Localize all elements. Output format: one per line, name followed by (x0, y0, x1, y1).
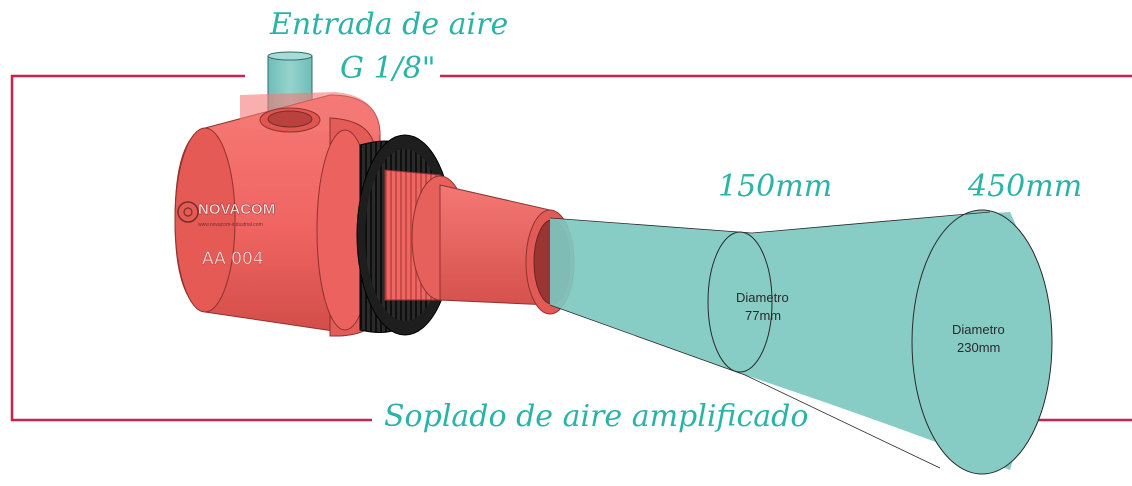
novacom-logo: NOVACOM www.novacom-industrial.com AA 00… (177, 201, 275, 269)
brand-url: www.novacom-industrial.com (198, 222, 263, 228)
diameter-far-value: 230mm (957, 340, 1000, 355)
diameter-near-value: 77mm (745, 308, 781, 323)
diameter-far-label: Diametro (952, 322, 1005, 337)
air-cone (549, 209, 1053, 475)
brand-text: NOVACOM (198, 201, 275, 218)
cone-section-far (911, 209, 1053, 475)
target-icon (177, 201, 199, 223)
frame-left-bracket (10, 74, 372, 422)
caption: Soplado de aire amplificado (384, 399, 808, 434)
model-label: AA 004 (202, 249, 264, 269)
distance-far-label: 450mm (967, 169, 1082, 204)
air-inlet-title: Entrada de aire (269, 7, 508, 42)
air-inlet-thread: G 1/8" (340, 51, 436, 86)
distance-near-label: 150mm (718, 169, 832, 204)
diameter-near-label: Diametro (736, 290, 789, 305)
